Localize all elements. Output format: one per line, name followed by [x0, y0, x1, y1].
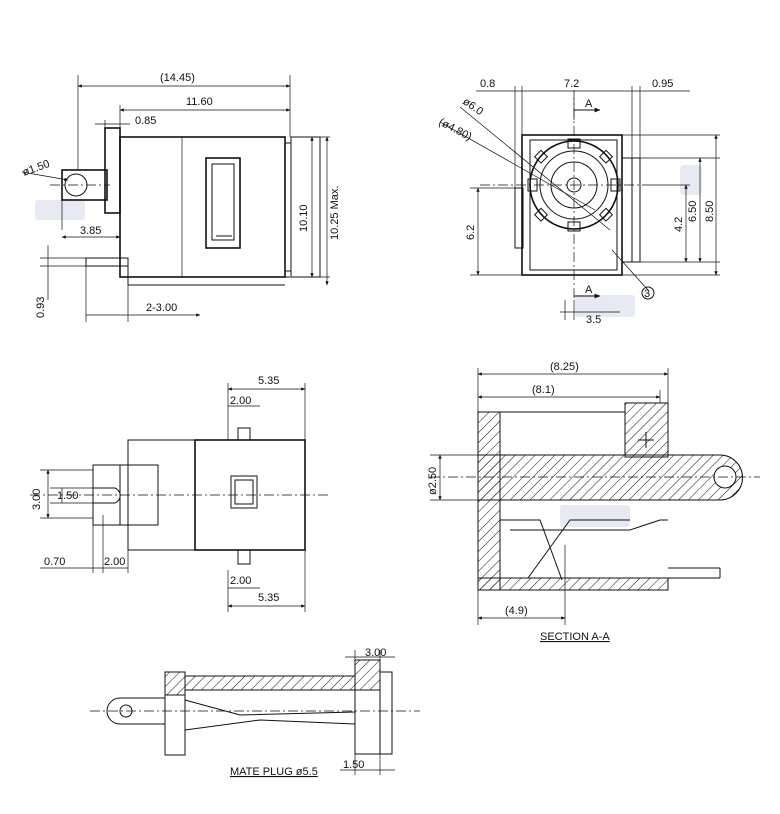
side-view-top-left: (14.45) 11.60 0.85 ø1.50 3.85 10.10 10.2… — [21, 72, 341, 322]
mate-plug-view: 3.00 1.50 MATE PLUG ø5.5 — [90, 647, 420, 778]
dim-hole-dia: 1.50 — [57, 490, 78, 502]
section-mark-top: A — [585, 98, 593, 110]
bottom-view-middle-left: 5.35 2.00 3.00 1.50 0.70 2.00 2.00 5.35 — [30, 375, 330, 612]
dim-overall-length: (14.45) — [160, 72, 195, 84]
plug-title: MATE PLUG ø5.5 — [230, 766, 318, 778]
dim-offset-070: 0.70 — [44, 556, 65, 568]
dim-body-length: 11.60 — [186, 96, 213, 108]
dim-pin-offset: 0.85 — [135, 115, 156, 127]
dim-center-height: 4.2 — [673, 217, 685, 232]
dim-pin-length: 3.85 — [80, 225, 101, 237]
dim-pin-dia: ø2.50 — [427, 467, 439, 495]
dim-height: 10.10 — [298, 204, 310, 232]
dim-plug-top: 3.00 — [365, 647, 386, 659]
dim-offset-200: 2.00 — [104, 556, 125, 568]
dim-hole-height: 3.00 — [31, 489, 43, 510]
dim-plug-bottom: 1.50 — [343, 759, 364, 771]
section-title: SECTION A-A — [540, 631, 610, 643]
dim-pin-hole: ø1.50 — [21, 158, 52, 179]
section-mark-bottom: A — [585, 284, 593, 296]
dim-tab-top: 2.00 — [230, 395, 251, 407]
dim-section-inner: (8.1) — [532, 384, 555, 396]
dim-bottom-width: 3.5 — [586, 314, 601, 326]
dim-lead-range: 2-3.00 — [146, 302, 177, 314]
dim-left-height: 6.2 — [465, 225, 477, 240]
callout-number: 3 — [644, 288, 650, 300]
dim-outer-dia: ø6.0 — [460, 96, 485, 118]
dim-width-bottom: 5.35 — [258, 592, 279, 604]
dim-height-650: 6.50 — [687, 201, 699, 222]
dim-section-overall: (8.25) — [550, 361, 579, 373]
dim-section-depth: (4.9) — [505, 605, 528, 617]
dim-height-850: 8.50 — [704, 201, 716, 222]
dim-tab-bottom: 2.00 — [230, 575, 251, 587]
dim-left-margin: 0.8 — [480, 78, 495, 90]
dim-width-top: 5.35 — [258, 375, 279, 387]
dim-inner-dia: (ø4.80) — [437, 116, 474, 143]
dim-width: 7.2 — [564, 78, 579, 90]
dim-right-margin: 0.95 — [652, 78, 673, 90]
dim-pin-thickness: 0.93 — [35, 297, 47, 318]
front-view-top-right: 3 A A 0.8 7.2 0.95 ø6.0 (ø4.80) 4.2 6.50 — [437, 78, 720, 326]
section-view-a-a: (8.25) (8.1) ø2.50 (4.9) SECTION A-A — [427, 361, 760, 643]
dim-height-max: 10.25 Max. — [329, 186, 341, 240]
